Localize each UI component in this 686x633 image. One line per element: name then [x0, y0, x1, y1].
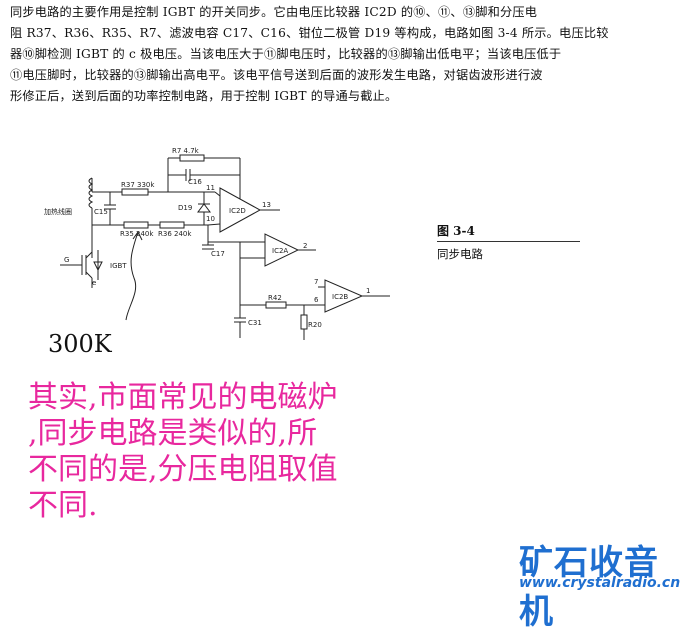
note-line: ,同步电路是类似的,所 — [28, 416, 318, 451]
coil-label: 加热线圈 — [44, 207, 72, 216]
d19-label: D19 — [178, 204, 192, 212]
figure-divider — [437, 241, 580, 242]
c31-label: C31 — [248, 319, 262, 327]
c17-label: C17 — [211, 250, 225, 258]
resistor-r36 — [159, 221, 185, 229]
sync-circuit-diagram: R7 4.7k C16 R37 330k C15 加热线圈 D19 IC2D R… — [44, 147, 390, 340]
resistor-r37 — [121, 188, 149, 196]
heating-coil-symbol — [88, 177, 94, 209]
note-line: 不同. — [28, 488, 98, 523]
figure-caption: 同步电路 — [437, 247, 483, 261]
pin-6-label: 6 — [314, 296, 319, 304]
pin-10-label: 10 — [206, 215, 215, 223]
r7-label: R7 4.7k — [172, 147, 200, 155]
ic2a-label: IC2A — [272, 247, 288, 255]
pin-7-label: 7 — [314, 278, 318, 286]
annotation-arrow — [125, 231, 139, 321]
comparator-ic2d — [219, 187, 262, 233]
r36-label: R36 240k — [158, 230, 192, 238]
pink-annotation-note: 其实,市面常见的电磁炉 ,同步电路是类似的,所 不同的是,分压电阻取值 不同. — [28, 380, 428, 524]
resistor-r42 — [265, 301, 287, 309]
description-paragraph: 同步电路的主要作用是控制 IGBT 的开关同步。它由电压比较器 IC2D 的⑩、… — [10, 2, 610, 107]
emitter-label: e — [92, 279, 96, 287]
paragraph-line: 阻 R37、R36、R35、R7、滤波电容 C17、C16、钳位二极管 D19 … — [10, 26, 609, 40]
annotation-arrowhead — [132, 231, 143, 241]
r42-label: R42 — [268, 294, 282, 302]
watermark-site-url: www.crystalradio.cn — [519, 575, 681, 591]
pin-13-label: 13 — [262, 201, 271, 209]
paragraph-line: 同步电路的主要作用是控制 IGBT 的开关同步。它由电压比较器 IC2D 的⑩、… — [10, 5, 538, 19]
note-line: 不同的是,分压电阻取值 — [28, 452, 338, 487]
diode-d19 — [197, 203, 211, 213]
resistor-r7 — [179, 154, 205, 162]
ic2d-label: IC2D — [229, 207, 246, 215]
comparator-ic2a — [264, 233, 300, 267]
r37-label: R37 330k — [121, 181, 155, 189]
resistor-r35 — [123, 221, 149, 229]
pin-1-label: 1 — [366, 287, 370, 295]
comparator-ic2b — [324, 279, 364, 313]
igbt-label: IGBT — [110, 262, 127, 270]
r35-label: R35 240k — [120, 230, 154, 238]
c16-label: C16 — [188, 178, 202, 186]
ic2b-label: IC2B — [332, 293, 348, 301]
paragraph-line: ⑪电压脚时，比较器的⑬脚输出高电平。该电平信号送到后面的波形发生电路，对锯齿波形… — [10, 68, 543, 82]
figure-number: 图 3-4 — [437, 224, 475, 238]
gate-label: G — [64, 256, 69, 264]
handwritten-300k-label: 300K — [48, 330, 112, 358]
pin-2-label: 2 — [303, 242, 307, 250]
pin-11-label: 11 — [206, 184, 215, 192]
c15-label: C15 — [94, 208, 108, 216]
resistor-r20 — [300, 314, 308, 330]
paragraph-line: 形修正后，送到后面的功率控制电路，用于控制 IGBT 的导通与截止。 — [10, 89, 398, 103]
paragraph-line: 器⑩脚检测 IGBT 的 c 极电压。当该电压大于⑪脚电压时，比较器的⑬脚输出低… — [10, 47, 562, 61]
note-line: 其实,市面常见的电磁炉 — [28, 380, 338, 415]
r20-label: R20 — [308, 321, 322, 329]
